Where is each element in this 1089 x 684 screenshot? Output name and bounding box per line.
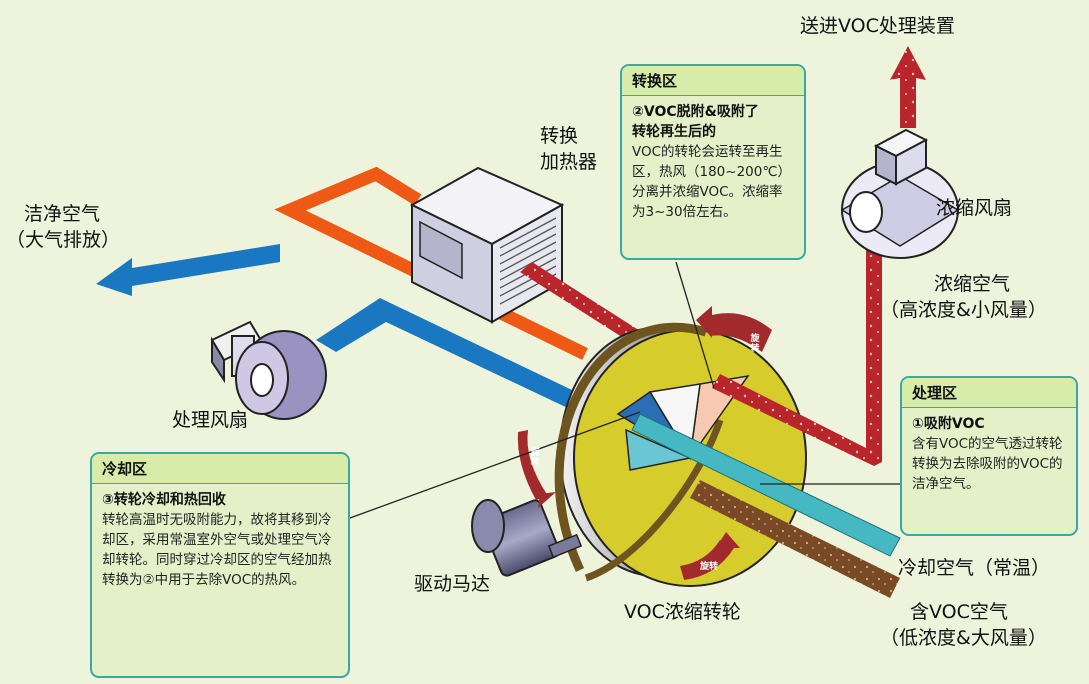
process-zone-body: 含有VOC的空气透过转轮转换为去除吸附的VOC的洁净空气。 [912,436,1063,492]
cooling-zone-box: 冷却区 ③转轮冷却和热回收 转轮高温时无吸附能力，故将其移到冷却区，采用常温室外… [90,452,350,678]
voc-rotor [554,322,807,587]
switch-heater-label-1: 转换 [540,125,579,147]
switch-heater-label-2: 加热器 [540,151,598,173]
switch-zone-subtitle-2: 转轮再生后的 [632,124,716,140]
rotation-label-left: 旋转 [530,448,540,468]
cooling-zone-title: 冷却区 [92,454,348,484]
process-fan [210,320,327,420]
drive-motor-label: 驱动马达 [414,573,491,595]
clean-air-label: 洁净空气 [24,203,101,225]
concentrate-fan [840,128,960,259]
switch-zone-leader [675,261,715,389]
regen-duct [520,262,648,346]
process-zone-title: 处理区 [902,378,1076,408]
voc-air-duct [690,480,900,598]
drive-motor [471,499,583,577]
to-voc-treatment-arrow [890,46,926,128]
process-zone-subtitle: ①吸附VOC [912,416,985,432]
concentrate-air-label: 浓缩空气 [934,273,1011,295]
send-voc-label: 送进VOC处理装置 [800,15,955,37]
process-fan-label: 处理风扇 [172,409,249,431]
cooling-air-duct [631,413,901,557]
rotation-arrow-top [702,313,772,352]
concentrated-duct [712,220,882,466]
process-zone-box: 处理区 ①吸附VOC 含有VOC的空气透过转轮转换为去除吸附的VOC的洁净空气。 [900,376,1078,536]
process-air-duct [316,298,572,410]
switch-zone-body: VOC的转轮会运转至再生区，热风（180~200℃）分离并浓缩VOC。浓缩率为3… [632,144,792,220]
cooling-air-label: 冷却空气（常温） [898,557,1051,579]
rotation-label-top: 旋转 [750,334,760,354]
rotor-label: VOC浓缩转轮 [624,601,741,623]
voc-air-sub-label: （低浓度&大风量） [880,627,1047,649]
concentrate-fan-label: 浓缩风扇 [936,197,1013,219]
clean-air-arrow [96,244,280,296]
switch-zone-subtitle-1: ②VOC脱附&吸附了 [632,104,759,120]
concentrate-air-sub-label: （高浓度&小风量） [880,299,1047,321]
switch-heater [409,166,565,324]
voc-air-label: 含VOC空气 [910,601,1008,623]
rotation-arrow-left [517,430,548,500]
clean-air-sub-label: （大气排放） [6,229,121,251]
cooling-zone-subtitle: ③转轮冷却和热回收 [102,492,226,508]
cooling-zone-leader [349,411,641,519]
rotation-label-bottom: 旋转 [699,562,718,572]
rotation-arrow-bottom [680,540,734,580]
switch-zone-box: 转换区 ②VOC脱附&吸附了 转轮再生后的 VOC的转轮会运转至再生区，热风（1… [620,64,806,260]
switch-zone-title: 转换区 [622,66,804,96]
cooling-zone-body: 转轮高温时无吸附能力，故将其移到冷却区，采用常温室外空气或处理空气冷却转轮。同时… [102,512,332,588]
